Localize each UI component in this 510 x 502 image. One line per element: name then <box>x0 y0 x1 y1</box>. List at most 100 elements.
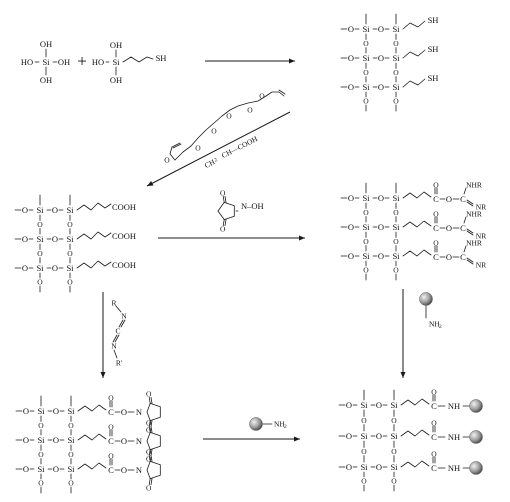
bond <box>402 220 432 228</box>
label-o: O <box>68 479 74 488</box>
label-plus: + <box>77 52 87 71</box>
label-cooh: COOH <box>112 260 136 270</box>
label-o: O <box>393 208 399 217</box>
label-si: Si <box>392 193 400 203</box>
arrow-head <box>299 235 305 241</box>
label-si: Si <box>66 205 74 215</box>
label-n: N <box>136 436 142 446</box>
label-o: O <box>346 400 352 410</box>
label-si: Si <box>42 57 50 67</box>
label-si: Si <box>390 400 398 410</box>
label-o: O <box>393 39 399 48</box>
label-sh: SH <box>428 73 439 83</box>
bond <box>402 249 432 257</box>
bond <box>400 460 430 468</box>
label-o: O <box>378 24 384 34</box>
label-c: C <box>108 465 114 475</box>
carbonyl-bond <box>150 455 153 462</box>
label-o: O <box>146 418 152 427</box>
label-nhr: NHR <box>466 181 482 190</box>
carbonyl-bond <box>224 219 227 226</box>
particle-icon <box>419 292 433 306</box>
arrow-head <box>289 58 295 64</box>
bond <box>402 78 426 88</box>
arrow-carbodiimide-coupling <box>100 292 106 378</box>
bond <box>76 231 112 240</box>
label-n: N <box>136 465 142 475</box>
label-o: O <box>146 455 152 464</box>
bond <box>463 216 467 224</box>
bond <box>466 230 474 236</box>
label-si: Si <box>392 24 400 34</box>
label-ho: HO <box>92 57 104 67</box>
label-o: O <box>393 237 399 246</box>
bond <box>400 398 430 406</box>
label-o: O <box>431 388 437 397</box>
label-c: C <box>460 223 466 233</box>
label-o: O <box>108 394 114 403</box>
label-o: O <box>52 263 58 273</box>
label-nh2: NH <box>274 420 285 429</box>
label-o: O <box>393 68 399 77</box>
reagent-n-hydroxysuccinimide: OON–OH <box>217 188 264 234</box>
bond <box>112 334 118 343</box>
bond <box>120 319 126 328</box>
label-sh: SH <box>156 53 167 63</box>
carbonyl-bond <box>224 196 227 203</box>
label-nr: NR <box>476 261 486 270</box>
label-o: O <box>363 97 369 106</box>
label-si: Si <box>36 205 44 215</box>
label-o: O <box>108 423 114 432</box>
label-si: Si <box>392 251 400 261</box>
label-si: Si <box>37 464 45 474</box>
carbonyl-bond <box>150 478 153 485</box>
label-o: O <box>226 112 232 121</box>
label-si: Si <box>66 234 74 244</box>
label-c: C <box>108 436 114 446</box>
label-o: O <box>53 464 59 474</box>
bond <box>122 56 154 63</box>
vinyl-bond <box>172 143 182 149</box>
bond <box>463 245 467 253</box>
label-oh: OH <box>110 75 122 85</box>
vinyl-bond <box>278 89 286 95</box>
bond <box>169 153 176 161</box>
label-si: Si <box>360 431 368 441</box>
label-oh: OH <box>40 39 52 49</box>
carbonyl-bond <box>150 449 153 456</box>
label-si: Si <box>362 82 370 92</box>
bond <box>402 20 426 30</box>
carbonyl-bond <box>148 449 151 456</box>
label-c: C <box>431 463 437 473</box>
label-si: Si <box>362 53 370 63</box>
label-o: O <box>348 24 354 34</box>
label-o: O <box>68 450 74 459</box>
bond <box>466 199 474 205</box>
label-o: O <box>363 208 369 217</box>
label-nhr: NHR <box>466 239 482 248</box>
label-o: O <box>348 193 354 203</box>
label-o: O <box>361 447 367 456</box>
arrow-thiol-ene <box>146 111 291 187</box>
arrow-head <box>294 436 300 442</box>
label-o: O <box>22 263 28 273</box>
label-o: O <box>346 431 352 441</box>
label-c: C <box>460 252 466 262</box>
label-o: O <box>446 223 452 233</box>
label-o: O <box>363 266 369 275</box>
label-nhr: NHR <box>466 210 482 219</box>
label-si: Si <box>67 464 75 474</box>
particle-icon <box>249 417 263 431</box>
label-o: O <box>146 484 152 493</box>
label-o: O <box>378 251 384 261</box>
label-n: N <box>121 312 127 321</box>
label-o: O <box>378 53 384 63</box>
bond <box>113 349 118 359</box>
label-o: O <box>38 421 44 430</box>
bond <box>466 259 474 265</box>
